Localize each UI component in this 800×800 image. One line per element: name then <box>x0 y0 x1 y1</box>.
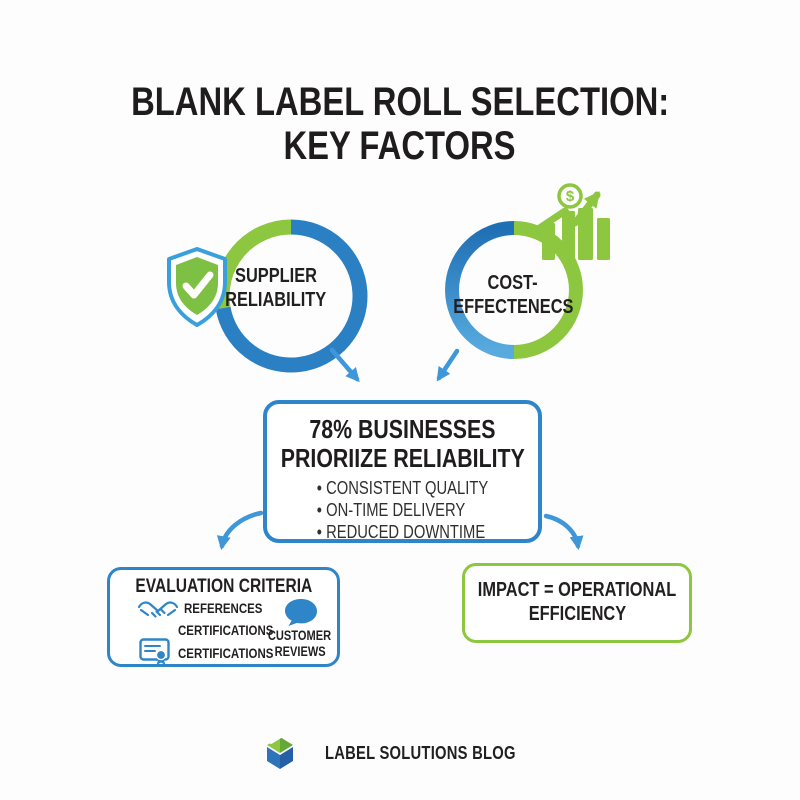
footer-brand: LABEL SOLUTIONS BLOG <box>0 736 800 770</box>
stat-bullet-list: CONSISTENT QUALITY ON-TIME DELIVERY REDU… <box>317 478 488 544</box>
page-title-line2: KEY FACTORS <box>283 124 517 168</box>
dollar-symbol: $ <box>566 188 575 205</box>
evaluation-criteria-title: EVALUATION CRITERIA <box>135 576 312 597</box>
supplier-reliability-label: SUPPLIER RELIABILITY <box>225 264 327 311</box>
stat-headline: 78% BUSINESSES PRIORIIZE RELIABILITY <box>280 414 525 474</box>
evaluation-item-label: REFERENCES <box>184 601 263 616</box>
evaluation-item-label: CERTIFICATIONS <box>178 623 274 638</box>
impact-box: IMPACT = OPERATIONAL EFFICIENCY <box>462 563 692 643</box>
arrow-stat-to-evaluation <box>216 510 264 551</box>
customer-reviews-label: CUSTOMER REVIEWS <box>268 628 332 659</box>
arrow-stat-to-impact <box>543 513 584 551</box>
handshake-icon <box>137 601 179 618</box>
cost-effectiveness-label: COST- EFFECTENECS <box>452 271 574 318</box>
stat-bullet: CONSISTENT QUALITY <box>317 478 488 500</box>
stat-bullet: REDUCED DOWNTIME <box>317 522 488 544</box>
label-cube-logo <box>266 736 293 769</box>
evaluation-item-label: CERTIFICATIONS <box>178 646 274 661</box>
stat-bullet: ON-TIME DELIVERY <box>317 500 488 522</box>
footer-brand-text: LABEL SOLUTIONS BLOG <box>324 742 516 763</box>
page-title: BLANK LABEL ROLL SELECTION: KEY FACTORS <box>0 80 800 168</box>
stat-box: 78% BUSINESSES PRIORIIZE RELIABILITY CON… <box>263 400 542 543</box>
page-title-line1: BLANK LABEL ROLL SELECTION: <box>130 80 670 124</box>
evaluation-criteria-box: EVALUATION CRITERIA REFERENCES CERTIFICA… <box>107 567 340 667</box>
certificate-icon <box>139 638 170 665</box>
